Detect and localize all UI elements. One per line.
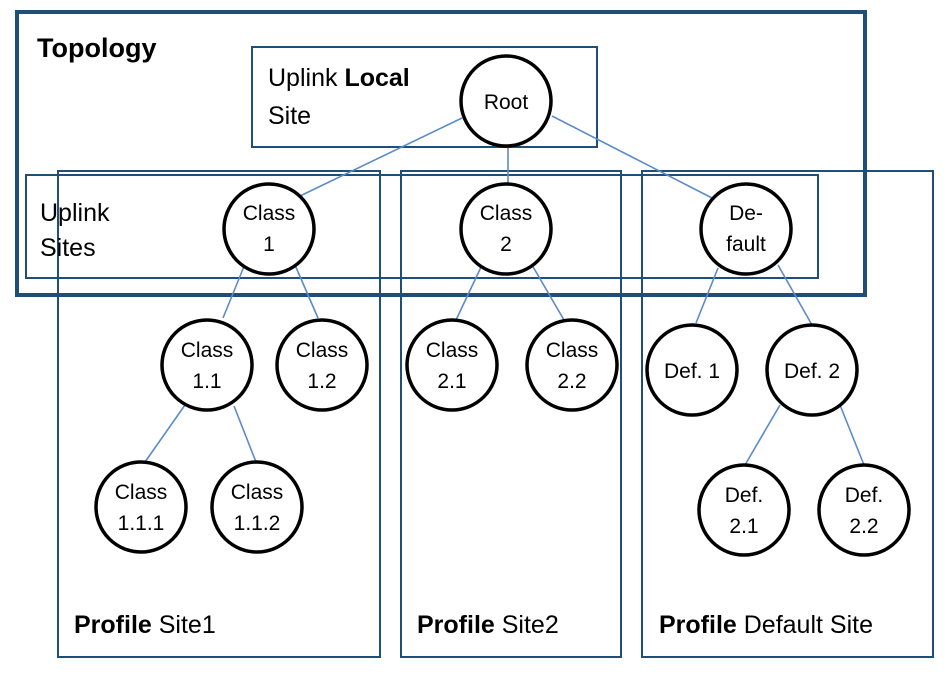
node-def2: Def. 2 [765, 323, 859, 417]
node-class2: Class 2 [459, 182, 553, 276]
svg-text:2.2: 2.2 [557, 370, 586, 393]
uplink-local-site-label-line1: Uplink Local [268, 64, 410, 92]
profile-site2-box [400, 170, 622, 658]
edge-class1-class1-2 [294, 264, 319, 319]
svg-text:2.2: 2.2 [849, 515, 878, 538]
edge-class1-class1-1 [222, 263, 246, 319]
edge-root-class1 [299, 117, 463, 197]
topology-box [15, 10, 867, 297]
edge-default-def1 [695, 267, 719, 324]
svg-text:1.1.1: 1.1.1 [118, 512, 165, 535]
edge-class2-class2-2 [531, 264, 565, 321]
svg-text:2: 2 [500, 233, 512, 256]
svg-text:Def. 1: Def. 1 [664, 360, 720, 383]
svg-text:1: 1 [263, 233, 275, 256]
uplink-local-bold: Local [344, 64, 409, 92]
profile-site2-label: Profile Site2 [417, 611, 559, 639]
svg-text:1.2: 1.2 [307, 370, 336, 393]
svg-text:Def.: Def. [845, 484, 884, 507]
uplink-local-site-box [251, 46, 598, 148]
svg-text:1.1: 1.1 [192, 370, 221, 393]
edge-class2-class2-1 [455, 264, 483, 321]
svg-text:De-: De- [729, 202, 763, 225]
svg-text:2.1: 2.1 [437, 370, 466, 393]
svg-text:fault: fault [726, 233, 766, 256]
edge-class1-1-class1-1-1 [144, 404, 186, 463]
svg-text:Class: Class [231, 481, 284, 504]
uplink-sites-box [25, 174, 819, 279]
uplink-sites-label-line2: Sites [40, 234, 96, 262]
node-class1-2: Class 1.2 [275, 318, 369, 412]
node-class1: Class 1 [222, 182, 316, 276]
profile-site1-label: Profile Site1 [74, 611, 216, 639]
edge-default-def2 [777, 264, 813, 326]
svg-text:Def.: Def. [725, 484, 764, 507]
node-def2-2: Def. 2.2 [817, 463, 911, 557]
uplink-local-prefix: Uplink [268, 64, 338, 92]
edge-root-default [551, 115, 713, 199]
svg-text:Class: Class [480, 202, 533, 225]
node-class1-1-1: Class 1.1.1 [94, 460, 188, 554]
tree-edges [144, 115, 865, 466]
svg-text:1.1.2: 1.1.2 [234, 512, 281, 535]
svg-text:Class: Class [296, 339, 349, 362]
node-def2-1: Def. 2.1 [697, 463, 791, 557]
svg-text:Def. 2: Def. 2 [784, 360, 840, 383]
node-class1-1-2: Class 1.1.2 [210, 460, 304, 554]
edge-def2-def2-1 [744, 404, 781, 466]
node-class1-1: Class 1.1 [160, 318, 254, 412]
node-default: De- fault [699, 182, 793, 276]
svg-text:Class: Class [181, 339, 234, 362]
edge-class1-1-class1-1-2 [233, 405, 257, 463]
edge-def2-def2-2 [839, 404, 865, 466]
profile-default-site-box [641, 170, 934, 658]
svg-text:Class: Class [546, 339, 599, 362]
node-def1: Def. 1 [645, 323, 739, 417]
svg-text:2.1: 2.1 [729, 515, 758, 538]
node-class2-1: Class 2.1 [405, 318, 499, 412]
svg-text:Class: Class [426, 339, 479, 362]
node-class2-2: Class 2.2 [525, 318, 619, 412]
topology-title: Topology [37, 33, 156, 63]
uplink-sites-label-line1: Uplink [40, 199, 110, 227]
profile-default-site-label: Profile Default Site [659, 611, 873, 639]
node-root: Root [459, 54, 553, 148]
svg-text:Class: Class [243, 202, 296, 225]
uplink-local-site-label-line2: Site [268, 102, 311, 130]
svg-text:Class: Class [115, 481, 168, 504]
profile-site1-box [57, 170, 381, 658]
svg-text:Root: Root [484, 91, 529, 114]
